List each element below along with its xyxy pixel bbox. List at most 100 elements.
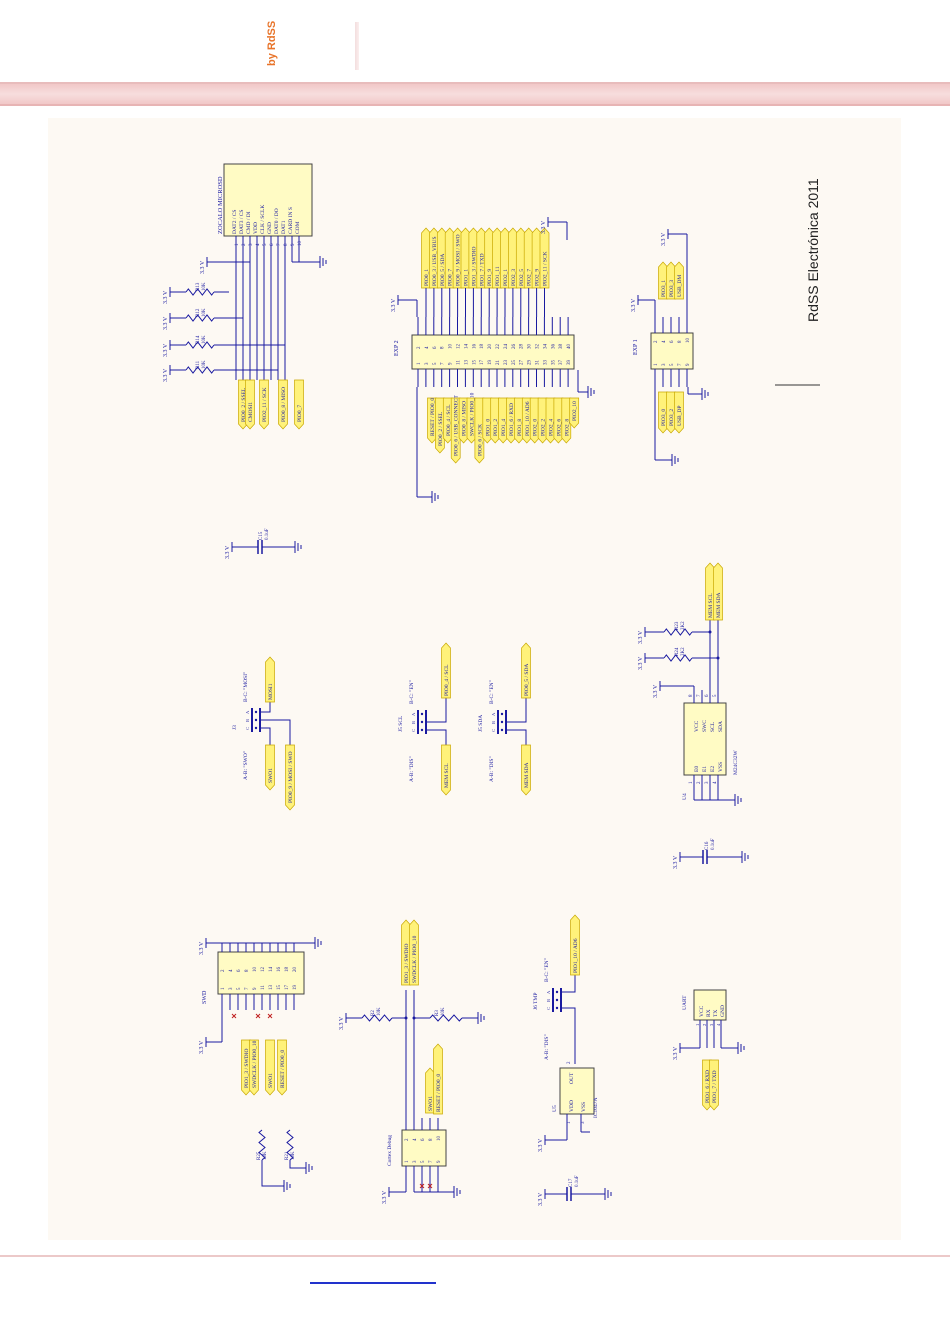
u5-ref: U5 <box>552 1105 558 1112</box>
swd-odd-num: 19 <box>293 985 298 991</box>
u4-left-pin-2: E2 <box>710 766 716 772</box>
u5-pin-out: OUT <box>569 1072 575 1084</box>
cortex-body <box>401 1129 447 1167</box>
exp2-even-num: 6 <box>433 346 438 349</box>
res-ref-R13: R13 <box>196 282 201 291</box>
j3-net-1 <box>265 744 275 791</box>
exp2-bot-net-13 <box>529 397 540 444</box>
cortex-net-3 <box>433 1043 443 1115</box>
swd-odd-num: 15 <box>277 985 282 991</box>
j3-pad-B <box>254 718 258 722</box>
uart-num: 1 <box>695 1024 700 1026</box>
exp2-ground <box>587 386 595 398</box>
no-connect <box>427 1183 433 1189</box>
footer-link[interactable] <box>310 1282 436 1284</box>
j5scl-pad-C <box>420 728 424 732</box>
u5-body <box>559 1067 595 1115</box>
exp2-bot-net-8-text: PIO1_2 <box>493 419 499 436</box>
exp2-odd-num: 31 <box>536 360 541 366</box>
j3-pad-C <box>254 726 258 730</box>
exp2-top-net-7-text: PIO1_7 / TXD <box>479 253 485 286</box>
microsd-pin-num: 6 <box>270 243 275 246</box>
cortex-name: Cortex Debug <box>387 1135 393 1166</box>
swd-odd-num: 11 <box>261 985 266 990</box>
exp2-top-net-5-text: PIO1_1 <box>464 269 470 286</box>
r25-wire <box>261 1160 284 1187</box>
swd-odd-num: 17 <box>285 985 290 991</box>
swd-name: SWD <box>202 990 208 1004</box>
cortex-odd-num: 5 <box>421 1160 426 1163</box>
swd-even-num: 10 <box>253 967 258 973</box>
vcc-label: 3.3 V <box>199 1040 205 1054</box>
j5sda-pad-label: B <box>491 721 496 724</box>
u4-pin-num: 4 <box>713 781 718 784</box>
exp2-bot-net-0 <box>427 397 437 444</box>
r25-val: 10K <box>263 1151 268 1160</box>
j5sda-ab: A-B: "DIS" <box>489 756 495 782</box>
swd-even-num: 18 <box>285 967 290 973</box>
swd-net-0-text: PIO1_3 / SWDIO <box>244 1049 250 1088</box>
u4-pin-num: 7 <box>697 694 702 697</box>
tmp-net <box>570 914 580 976</box>
j3-net-2 <box>285 744 295 811</box>
exp1-ground2 <box>671 454 679 466</box>
junction-dot <box>716 656 720 660</box>
j3-wire <box>260 702 271 713</box>
u4-ref: U4 <box>682 793 688 800</box>
exp2-even-num: 10 <box>449 344 454 350</box>
swd-even-num: 16 <box>277 967 282 973</box>
resistor-R25 <box>258 1129 266 1161</box>
j3-wire <box>260 719 291 745</box>
exp2-bot-net-12 <box>521 397 532 444</box>
cortex-net-2-text: SWO1 <box>428 1096 434 1111</box>
uart-ground <box>737 1042 745 1054</box>
cortex-odd-num: 3 <box>413 1160 418 1163</box>
exp2-bot-net-4 <box>458 397 469 444</box>
uart-net-1 <box>709 1059 719 1111</box>
tmp-ref: J6 TMP <box>533 993 539 1010</box>
exp2-even-num: 12 <box>457 344 462 350</box>
exp1-bot-net-1 <box>666 391 676 434</box>
cortex-net-0 <box>401 919 411 986</box>
tmp-wire <box>561 975 576 993</box>
uart-num: 2 <box>702 1024 707 1026</box>
header-rule <box>0 82 950 84</box>
exp2-bot-net-12-text: PIO1_10 / AD6 <box>525 401 531 436</box>
j5sda-pad-label: A <box>491 712 496 716</box>
swd-odd-num: 7 <box>245 987 250 990</box>
cortex-net-1 <box>409 919 419 986</box>
tmp-wire <box>561 1007 576 1064</box>
u4-net-1 <box>713 562 723 621</box>
swd-odd-num: 1 <box>221 987 226 990</box>
exp2-bot-net-14-text: PIO2_2 <box>541 419 547 436</box>
r23-ref: R23 <box>675 621 680 630</box>
u4-net-1-text: MEM SDA <box>716 592 722 618</box>
exp2-even-num: 34 <box>543 344 548 350</box>
exp2-bot-net-17-text: PIO2_8 <box>564 419 570 436</box>
exp2-bot-net-10-text: PIO1_6 / RXD <box>509 403 515 436</box>
u4-pin-num: 6 <box>705 694 710 697</box>
exp2-top-net-6-text: PIO1_3 / SWDIO <box>471 247 477 286</box>
exp2-bot-net-5 <box>466 397 477 444</box>
j5sda-pad-A <box>500 712 504 716</box>
exp2-even-num: 38 <box>559 344 564 350</box>
exp2-odd-num: 39 <box>567 360 572 366</box>
uart-pin-3: GND <box>720 1005 726 1017</box>
tmp-pad-B <box>555 998 559 1002</box>
exp2-bot-net-5-text: SWCLK / PIO0_10 <box>470 392 476 436</box>
exp1-top-net-1 <box>666 261 676 300</box>
exp2-bot-net-17 <box>561 397 572 444</box>
exp2-bot-net-6-text: PIO0_6 / SCK <box>477 424 483 456</box>
exp2-even-num: 32 <box>536 344 541 350</box>
swd-net-1 <box>249 1039 259 1096</box>
exp2-name: EXP 2 <box>394 340 400 356</box>
j5sda-pad-B <box>500 720 504 724</box>
exp2-ground2 <box>431 491 439 503</box>
exp2-bot-net-18 <box>569 397 580 429</box>
tmp-pad-label: A <box>546 990 551 994</box>
cortex-net-1-text: SWDCLK / PIO0_10 <box>412 935 418 983</box>
j3-pad-label: A <box>245 710 250 714</box>
j5scl-pad-label: C <box>411 729 416 732</box>
swd-ground <box>314 937 322 949</box>
